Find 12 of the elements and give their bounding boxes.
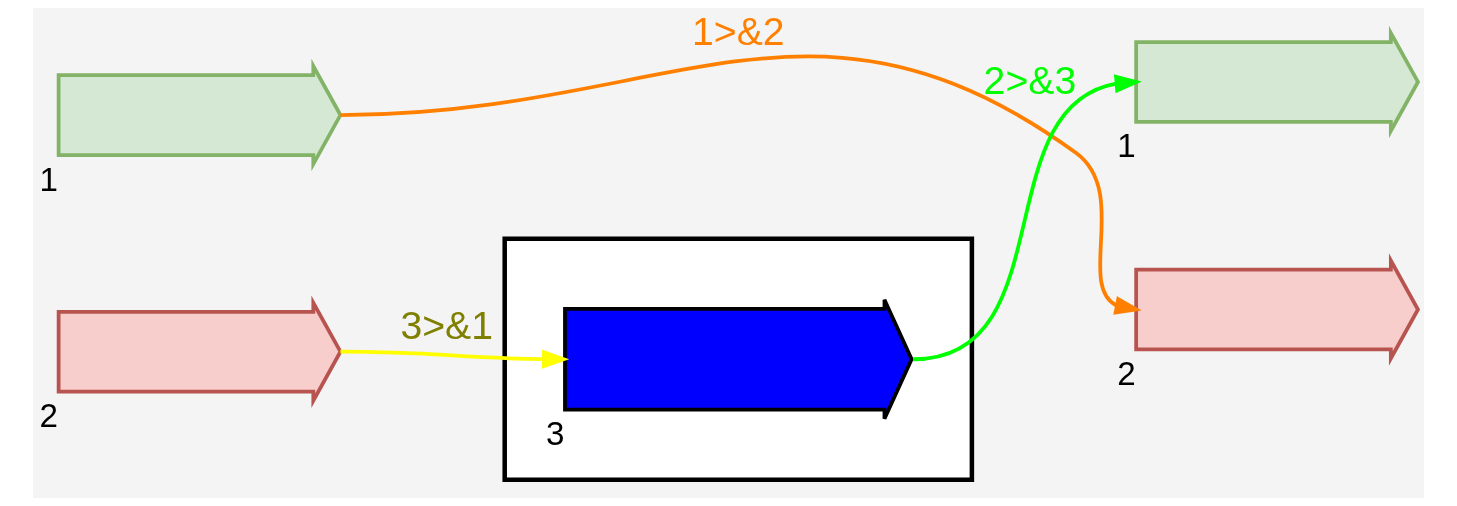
node-label: 1 xyxy=(1117,127,1136,165)
edge-label: 1>&2 xyxy=(692,10,785,54)
arrow xyxy=(912,74,1142,362)
node-label: 2 xyxy=(1117,355,1136,393)
node-label: 1 xyxy=(39,160,59,198)
edge-label: 3>&1 xyxy=(400,304,493,348)
arrow xyxy=(340,55,1142,315)
node-label: 2 xyxy=(39,397,59,435)
cluster xyxy=(502,236,975,483)
edge-label: 2>&3 xyxy=(983,58,1077,102)
arrow xyxy=(340,349,570,369)
node-label: 3 xyxy=(545,415,565,453)
